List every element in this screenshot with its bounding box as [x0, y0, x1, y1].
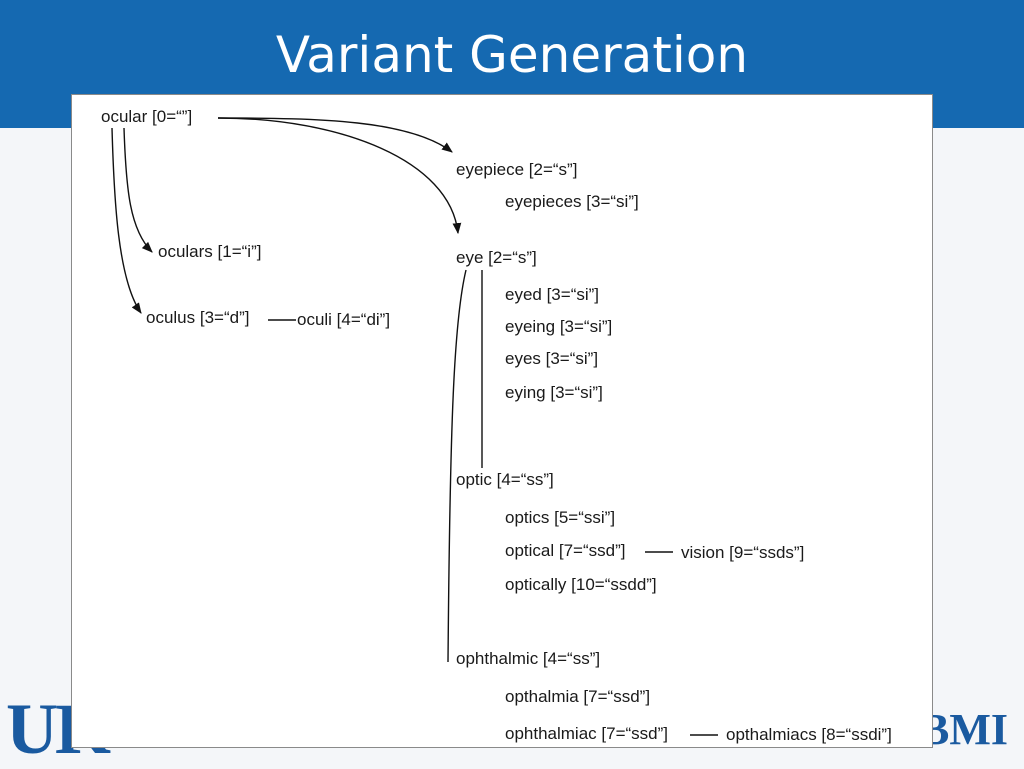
bmi-logo: BMI [920, 705, 1008, 754]
node-eyepiece: eyepiece [2=“s”] [456, 160, 578, 179]
node-oculi: oculi [4=“di”] [297, 310, 391, 329]
node-optic: optic [4=“ss”] [456, 470, 554, 489]
arrow-ocular-eyepiece [217, 117, 453, 153]
node-optical: optical [7=“ssd”] [505, 541, 626, 560]
node-oculus: oculus [3=“d”] [146, 308, 250, 327]
link-eye-branch [447, 269, 467, 663]
arrow-ocular-oculars [123, 127, 153, 253]
node-eying: eying [3=“si”] [505, 383, 603, 402]
arrow-ocular-eye [217, 117, 462, 235]
node-eyed: eyed [3=“si”] [505, 285, 600, 304]
node-optically: optically [10=“ssdd”] [505, 575, 657, 594]
node-eye: eye [2=“s”] [456, 248, 537, 267]
node-eyepieces: eyepieces [3=“si”] [505, 192, 639, 211]
node-ophthalmic: ophthalmic [4=“ss”] [456, 649, 601, 668]
node-optics: optics [5=“ssi”] [505, 508, 616, 527]
diagram-panel [71, 94, 933, 748]
node-eyeing: eyeing [3=“si”] [505, 317, 613, 336]
slide-title: Variant Generation [275, 26, 749, 84]
node-eyes: eyes [3=“si”] [505, 349, 599, 368]
node-vision: vision [9=“ssds”] [681, 543, 805, 562]
node-oculars: oculars [1=“i”] [158, 242, 262, 261]
arrow-ocular-oculus [111, 127, 142, 314]
node-opthalmiacs: opthalmiacs [8=“ssdi”] [726, 725, 892, 744]
node-ophthalmiac: ophthalmiac [7=“ssd”] [505, 724, 668, 743]
node-ocular: ocular [0=“”] [101, 107, 193, 126]
node-opthalmia: opthalmia [7=“ssd”] [505, 687, 651, 706]
